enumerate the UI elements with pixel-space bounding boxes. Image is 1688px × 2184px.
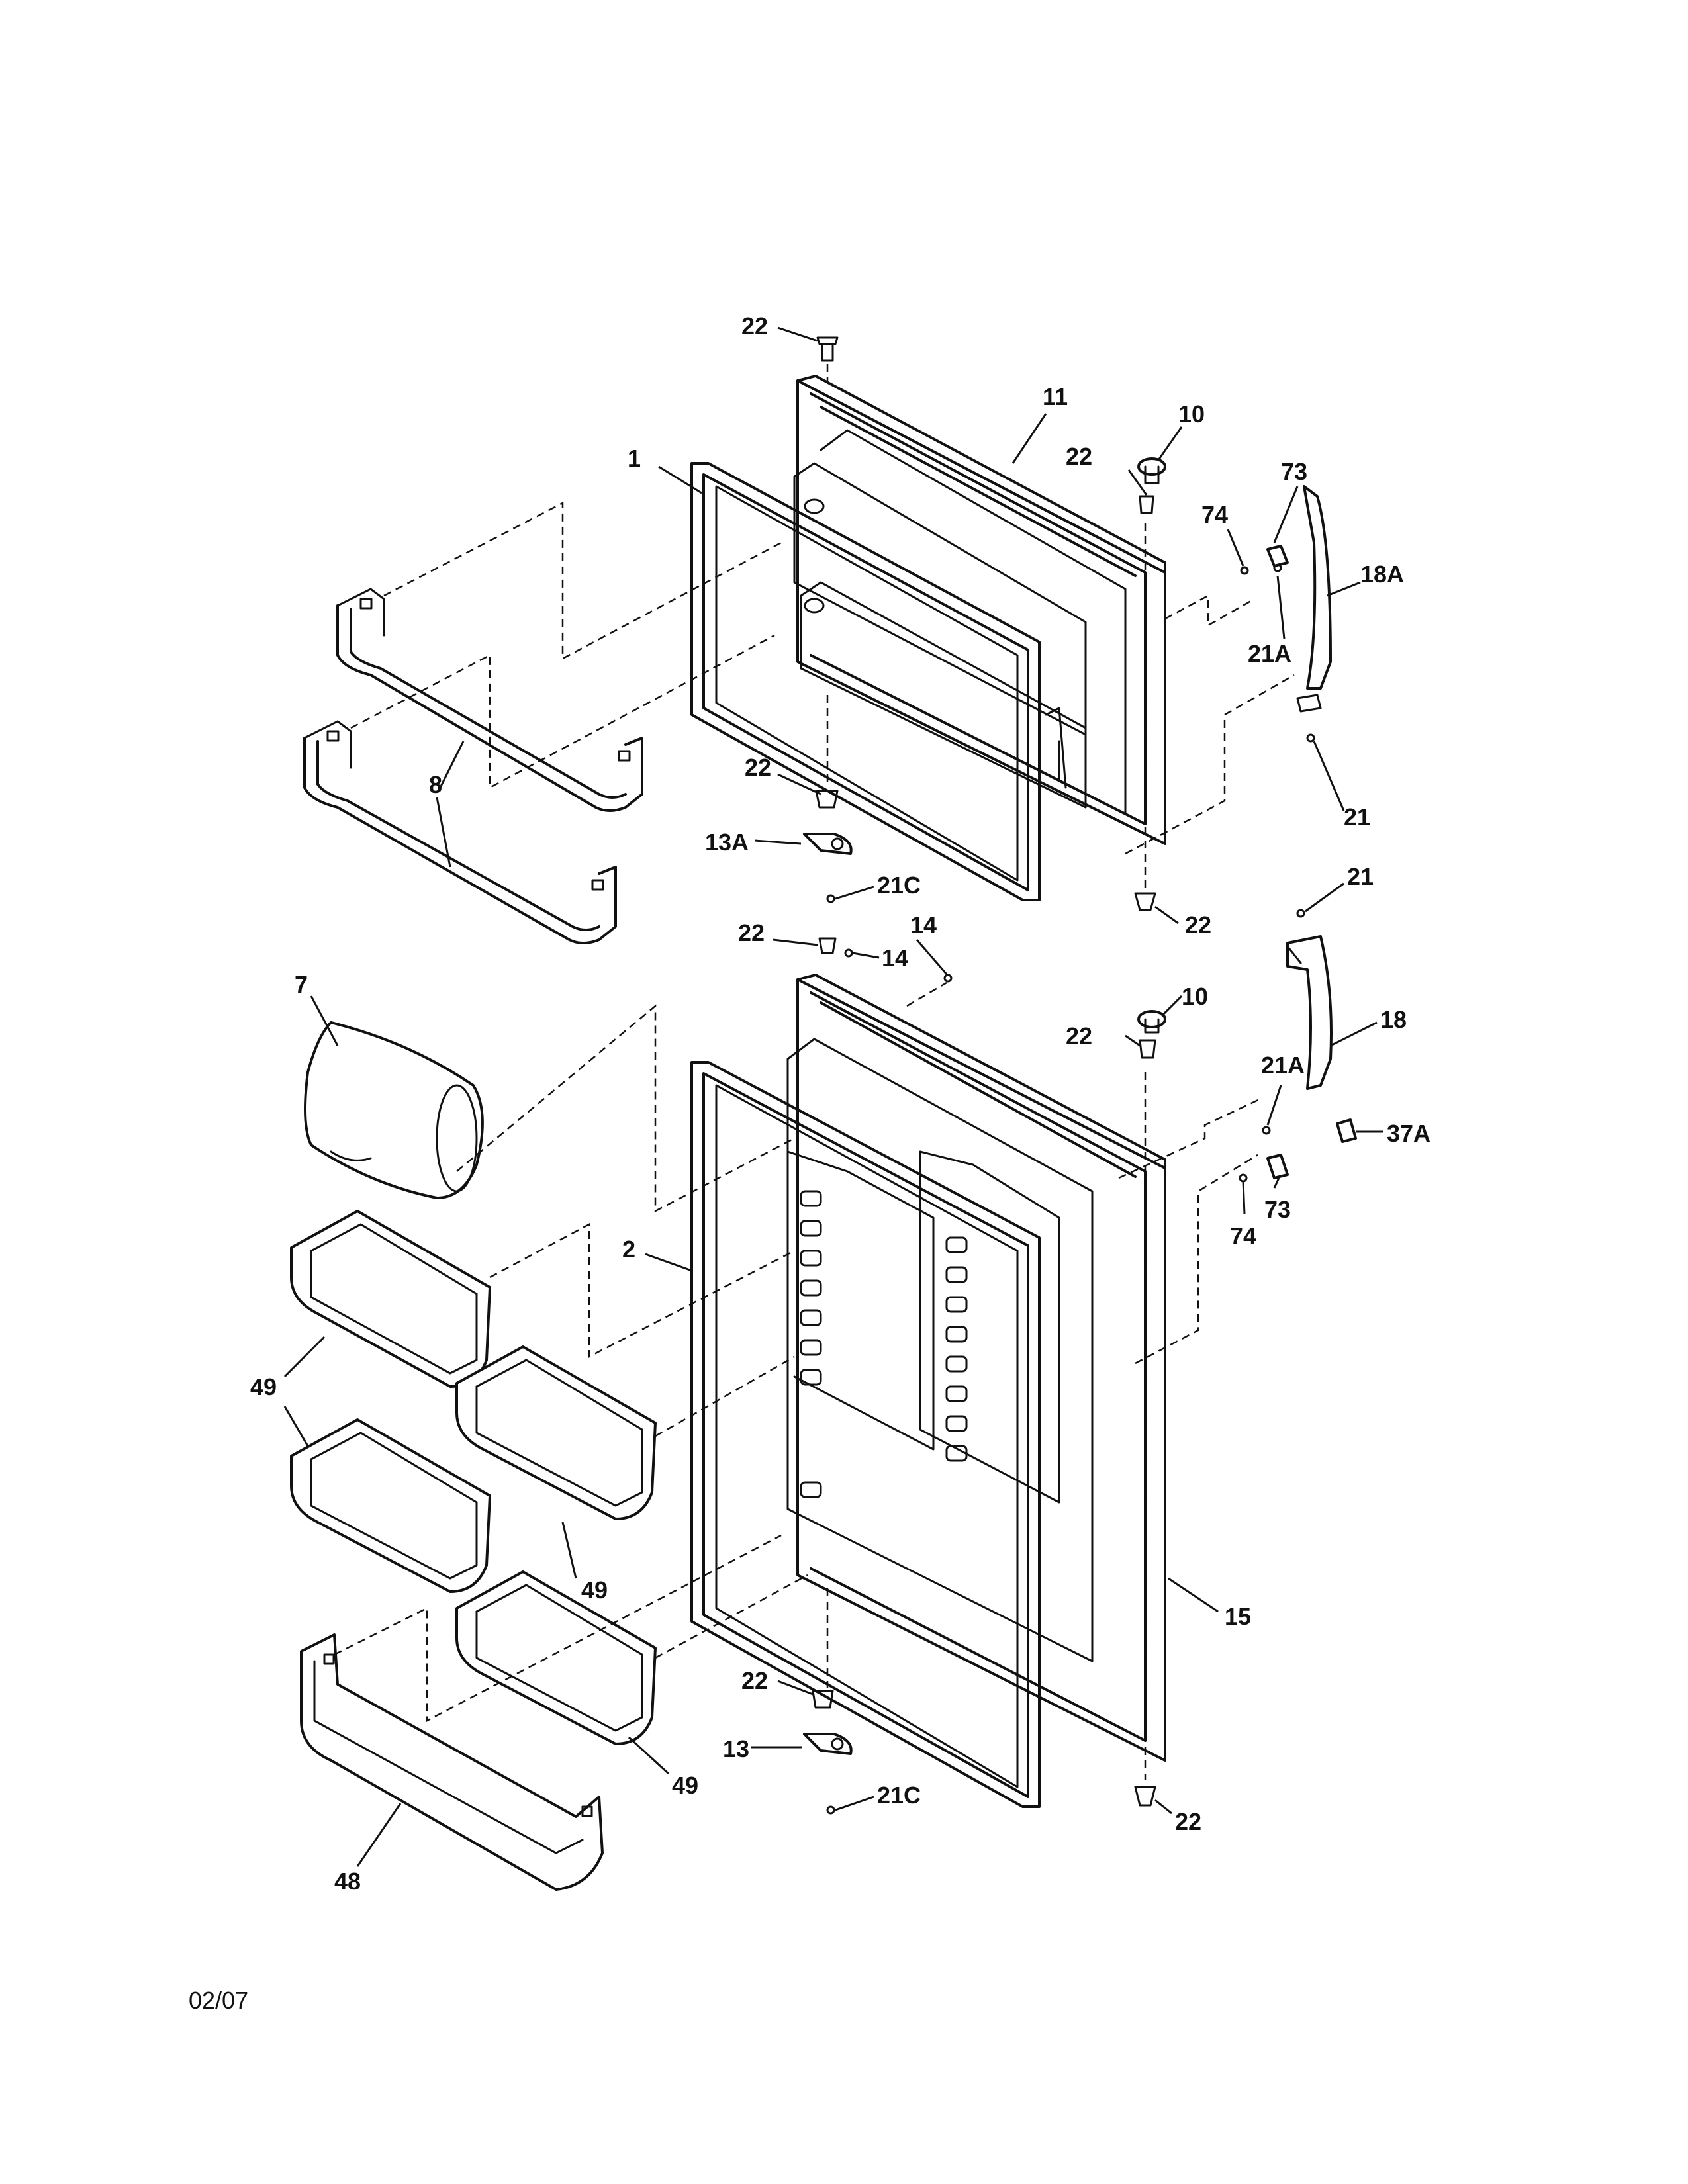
endcap-37A bbox=[1336, 1118, 1357, 1143]
screw-74-top bbox=[1240, 566, 1249, 575]
part-label-37A: 37A bbox=[1387, 1120, 1430, 1147]
fresh-food-door-gasket bbox=[690, 1061, 1041, 1808]
part-label-49: 49 bbox=[672, 1772, 698, 1799]
part-label-22: 22 bbox=[741, 1667, 768, 1694]
screw-14-a bbox=[844, 948, 853, 958]
part-labels: 22 11 10 22 1 73 74 18A 21A 8 22 13A 21C… bbox=[250, 312, 1430, 1895]
part-label-74: 74 bbox=[1230, 1222, 1256, 1250]
part-label-1: 1 bbox=[628, 445, 641, 472]
freezer-door-liner bbox=[793, 462, 1087, 809]
hinge-pin-top-freezer bbox=[816, 336, 839, 362]
screw-74-bottom bbox=[1239, 1173, 1248, 1183]
part-label-10: 10 bbox=[1178, 400, 1205, 428]
freezer-door-gasket bbox=[690, 462, 1041, 901]
hinge-bracket-13 bbox=[803, 1733, 853, 1755]
part-label-15: 15 bbox=[1225, 1603, 1251, 1630]
part-label-48: 48 bbox=[334, 1868, 361, 1895]
leader-lines bbox=[283, 326, 1383, 1867]
part-label-22: 22 bbox=[1185, 911, 1211, 938]
hinge-pin-bottom-freezer bbox=[815, 790, 839, 809]
hinge-pin-22-bottom-right bbox=[1134, 1786, 1156, 1807]
fresh-food-handle-18 bbox=[1286, 909, 1333, 1090]
part-label-49: 49 bbox=[581, 1576, 608, 1604]
alignment-lines bbox=[334, 364, 1295, 1780]
part-label-21: 21 bbox=[1347, 863, 1374, 890]
part-label-11: 11 bbox=[1043, 383, 1068, 410]
part-label-22: 22 bbox=[741, 312, 768, 340]
part-label-18A: 18A bbox=[1360, 561, 1404, 588]
part-label-21C: 21C bbox=[877, 872, 921, 899]
part-label-21C: 21C bbox=[877, 1782, 921, 1809]
door-bin-upper-left bbox=[290, 1210, 491, 1388]
door-bin-lower-right bbox=[455, 1570, 657, 1745]
hinge-pin-22-ff-hinge bbox=[1139, 1039, 1156, 1059]
freezer-handle-18A bbox=[1273, 485, 1332, 743]
door-shelf-posts-right bbox=[945, 1236, 968, 1462]
handle-clip-73-top bbox=[1266, 545, 1289, 567]
part-label-74: 74 bbox=[1201, 501, 1228, 528]
screw-21A-bottom bbox=[1262, 1126, 1271, 1135]
revision-date: 02/07 bbox=[189, 1987, 248, 2014]
part-label-73: 73 bbox=[1264, 1196, 1291, 1223]
shelf-rail-upper bbox=[336, 588, 643, 812]
part-label-22: 22 bbox=[1175, 1808, 1201, 1835]
door-bin-middle-right bbox=[455, 1345, 657, 1520]
part-label-22: 22 bbox=[738, 919, 765, 946]
screw-14-b bbox=[943, 974, 953, 983]
part-label-14: 14 bbox=[910, 911, 937, 938]
part-label-73: 73 bbox=[1281, 458, 1307, 485]
part-label-18: 18 bbox=[1380, 1006, 1407, 1033]
part-label-21A: 21A bbox=[1248, 640, 1291, 667]
part-label-14: 14 bbox=[882, 944, 908, 972]
fresh-food-door-liner bbox=[786, 1038, 1094, 1662]
part-label-22: 22 bbox=[1066, 443, 1092, 470]
hinge-bracket-13A bbox=[803, 833, 853, 855]
shelf-rail-lower bbox=[303, 720, 617, 944]
part-label-21A: 21A bbox=[1261, 1052, 1305, 1079]
part-label-22: 22 bbox=[745, 754, 771, 781]
hinge-pin-22-mid-right bbox=[1134, 892, 1156, 911]
hinge-pin-22-ff-top bbox=[818, 937, 837, 954]
part-label-2: 2 bbox=[622, 1236, 635, 1263]
part-label-49: 49 bbox=[250, 1373, 277, 1400]
dairy-canister bbox=[304, 1021, 484, 1199]
cap-10-bottom bbox=[1137, 1010, 1166, 1034]
cap-10-top bbox=[1137, 457, 1166, 484]
part-label-7: 7 bbox=[295, 971, 308, 998]
part-label-21: 21 bbox=[1344, 803, 1370, 831]
door-bin-long bbox=[300, 1633, 604, 1891]
part-label-22: 22 bbox=[1066, 1023, 1092, 1050]
part-label-10: 10 bbox=[1182, 983, 1208, 1010]
hinge-pin-22-ff-bottom bbox=[812, 1690, 834, 1709]
part-label-8: 8 bbox=[429, 771, 442, 798]
screw-21C-bottom bbox=[826, 1805, 835, 1815]
part-label-13A: 13A bbox=[705, 829, 749, 856]
screw-21C-top bbox=[826, 894, 835, 903]
hinge-pin-22-top-right bbox=[1139, 495, 1154, 514]
handle-clip-73-bottom bbox=[1266, 1154, 1289, 1179]
fresh-food-door-outer-panel bbox=[796, 974, 1166, 1762]
door-bin-middle-left bbox=[290, 1418, 491, 1593]
door-shelf-posts-left bbox=[800, 1190, 822, 1498]
part-label-13: 13 bbox=[723, 1735, 749, 1762]
